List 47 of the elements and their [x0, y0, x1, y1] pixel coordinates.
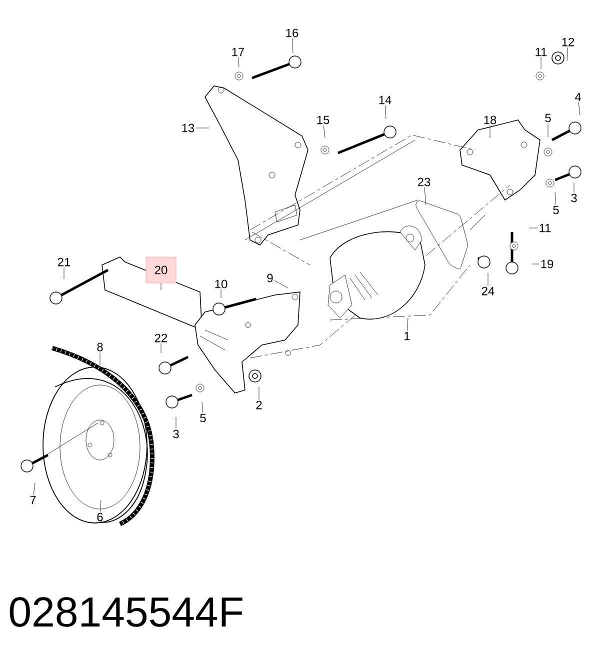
callout-number: 21: [58, 258, 70, 266]
callout-number: 14: [379, 96, 392, 104]
callout-number: 22: [154, 334, 168, 342]
callout-number: 3: [173, 430, 179, 438]
callout-number: 24: [482, 286, 494, 296]
leader-line: [385, 105, 386, 120]
callout-number: 19: [541, 260, 554, 268]
leader-line: [202, 402, 203, 413]
leader-line: [566, 47, 568, 62]
leader-line: [540, 57, 542, 70]
callout-number: 8: [97, 342, 103, 352]
leader-line: [274, 280, 288, 288]
callout-number: 16: [286, 28, 298, 38]
callout-number: 4: [574, 92, 581, 102]
callout-number: 9: [267, 274, 273, 282]
leader-line: [292, 38, 294, 54]
leader-line: [33, 482, 36, 495]
leader-line: [407, 318, 408, 331]
leader-line: [554, 192, 556, 205]
callout-number: 11: [540, 224, 551, 232]
callout-number: 5: [200, 414, 206, 422]
callout-number: 15: [317, 116, 330, 124]
callout-number: 12: [562, 38, 574, 46]
callout-number: 11: [536, 48, 547, 56]
callout-number: 5: [553, 206, 559, 214]
callout-number: 20: [146, 256, 176, 284]
callout-number: 7: [30, 496, 36, 504]
callout-number: 23: [418, 178, 430, 186]
callout-number: 10: [215, 280, 228, 288]
part-number: 028145544F: [10, 597, 242, 627]
leader-line: [220, 289, 222, 298]
leader-line: [258, 386, 260, 400]
callout-number: 18: [484, 116, 496, 124]
leader-line: [160, 343, 162, 354]
leader-line: [238, 57, 240, 68]
leader-line: [160, 283, 162, 290]
callout-number: 17: [232, 48, 244, 56]
callout-number: 6: [97, 512, 103, 522]
callout-number: 1: [404, 332, 410, 340]
callout-number: 13: [182, 124, 194, 132]
leader-line: [100, 500, 102, 512]
leader-line: [424, 187, 426, 206]
callout-number: 2: [256, 400, 262, 410]
leader-line: [578, 102, 580, 116]
leader-line: [323, 125, 326, 138]
callout-number: 5: [545, 114, 551, 122]
callout-number: 3: [571, 194, 577, 202]
